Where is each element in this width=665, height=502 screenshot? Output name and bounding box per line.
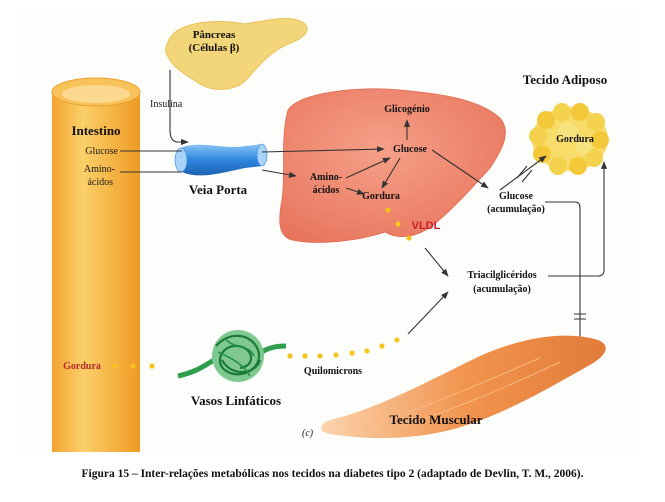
amino-liver-label-2: ácidos — [313, 185, 340, 196]
figure-caption: Figura 15 – Inter-relações metabólicas n… — [81, 468, 584, 480]
vldl-label: VLDL — [412, 220, 441, 232]
adipose-shape — [529, 103, 609, 175]
amino-to-glucose-arrow — [345, 157, 391, 179]
glicogenio-label: Glicogénio — [384, 104, 430, 115]
intestine-shape — [51, 77, 141, 452]
amino-liver-label-1: Amino- — [310, 172, 342, 183]
lymph-vessels-shape — [177, 330, 287, 382]
gordura-lymph-label: Gordura — [63, 361, 101, 372]
amino-intestine-label-1: Amino- — [84, 164, 115, 175]
vldl-to-tag-arrow — [424, 247, 449, 277]
vldl-dots — [385, 207, 412, 241]
muscle-shape — [321, 335, 606, 439]
quilomicrons-label: Quilomicrons — [304, 366, 362, 377]
glucose-liver-label: Glucose — [393, 144, 427, 155]
fat-dots-left — [112, 363, 155, 369]
liver-glucose-out-arrow — [431, 149, 489, 189]
gordura-adipose-label: Gordura — [556, 134, 594, 145]
glucose-adipose-block-mark — [516, 165, 533, 183]
glucose-intestine-label: Glucose — [85, 146, 118, 157]
muscle-striation — [359, 357, 561, 433]
amino-to-fat-arrow — [345, 187, 365, 195]
glucose-to-liver-arrow — [261, 146, 385, 153]
glucose-to-fat-arrow — [381, 157, 401, 189]
glucose-to-adipose-arrow — [499, 155, 547, 191]
muscle-label: Tecido Muscular — [389, 412, 482, 427]
portal-vein-label: Veia Porta — [189, 182, 248, 197]
gordura-liver-label: Gordura — [362, 191, 400, 202]
panel-letter: (c) — [302, 428, 314, 439]
insulin-label: Insulina — [150, 99, 183, 110]
pancreas-shape — [165, 18, 308, 90]
chylomicron-dots — [287, 337, 400, 359]
tag-label-1: Triacilglicéridos — [467, 270, 536, 281]
insulin-arrow — [169, 70, 189, 146]
glucose-muscle-block-mark — [574, 313, 586, 320]
glucose-accum-label-1: Glucose — [499, 191, 533, 202]
adipose-title: Tecido Adiposo — [523, 72, 607, 87]
intestine-label: Intestino — [71, 123, 120, 138]
pancreas-label: Pâncreas — [193, 29, 236, 41]
tag-label-2: (acumulação) — [473, 284, 531, 295]
amino-intestine-label-2: ácidos — [87, 177, 113, 188]
tag-to-adipose-arrow — [548, 161, 608, 277]
chylo-to-tag-arrow — [407, 291, 449, 335]
lymph-vessels-label: Vasos Linfáticos — [191, 393, 281, 408]
beta-cells-label: (Células β) — [189, 42, 240, 54]
portal-vein-shape — [174, 143, 268, 176]
amino-to-liver-arrow — [261, 169, 297, 178]
liver-shape — [279, 88, 506, 243]
glucose-accum-label-2: (acumulação) — [487, 204, 545, 215]
